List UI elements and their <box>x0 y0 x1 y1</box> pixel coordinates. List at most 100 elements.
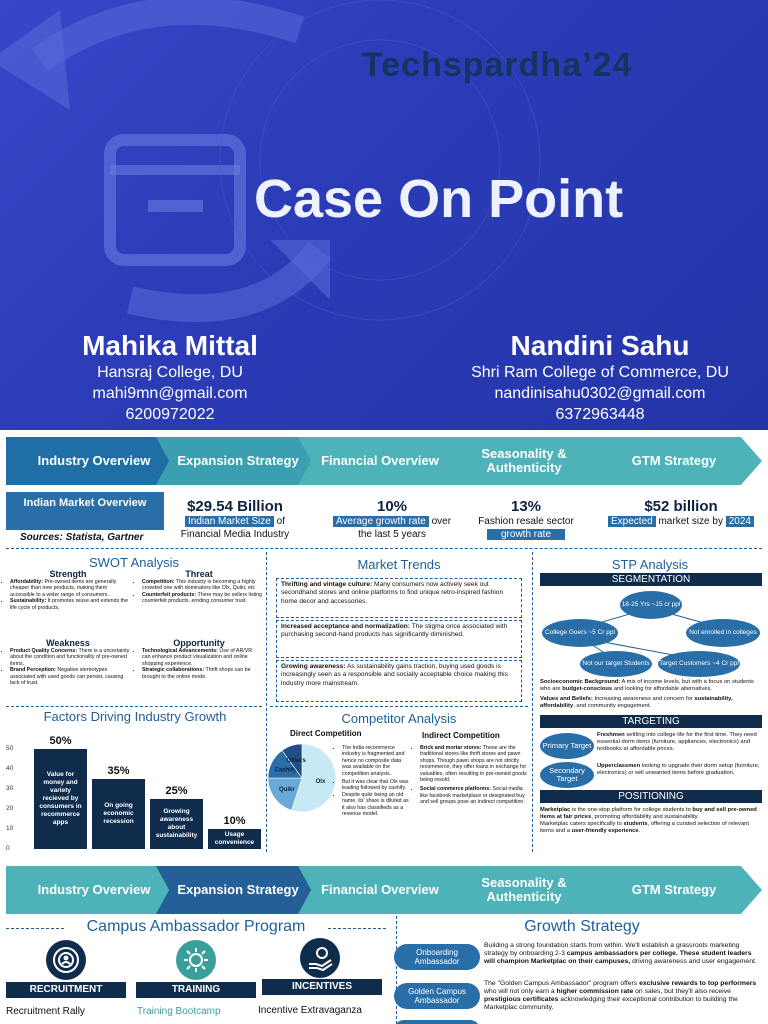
y-tick-label: 30 <box>6 785 14 792</box>
stat-growth-rate: 10% Average growth rate over the last 5 … <box>322 499 462 541</box>
note-text: , offering a curated selection of releva… <box>540 821 750 834</box>
swot-item-text: There may be sellers listing counterfeit… <box>142 591 263 605</box>
trend-text: The stigma once associated with purchasi… <box>281 623 508 639</box>
stat-expected-size: $52 billion Expected market size by 2024 <box>596 499 766 528</box>
growth-bold: higher commission rate <box>556 988 634 995</box>
growth-text-golden: The "Golden Campus Ambassador" program o… <box>484 980 764 1012</box>
pie-slice <box>267 777 303 811</box>
growth-text: The "Golden Campus Ambassador" program o… <box>484 980 640 987</box>
stat-text: Financial Media Industry <box>180 529 290 540</box>
growth-bold: prestigious certificates <box>484 996 559 1003</box>
divider <box>328 928 386 929</box>
swot-item-text: Use of AR/VR can enhance product visuali… <box>142 648 253 667</box>
note-bold: user-friendly experience <box>571 828 639 834</box>
swot-opportunity: Opportunity Technological Advancements: … <box>136 638 262 680</box>
swot-item: Sustainability: It promotes reuse and ex… <box>10 598 132 611</box>
competitor-title: Competitor Analysis <box>341 711 457 726</box>
nav-financial-overview[interactable]: Financial Overview <box>298 437 462 485</box>
growth-text: Building a strong foundation starts from… <box>484 942 740 957</box>
nav-financial-overview[interactable]: Financial Overview <box>298 866 462 914</box>
trend-item: Thrifting and vintage culture: Many cons… <box>276 578 522 618</box>
note-bold: buy and sell pre-owned items at fair pri… <box>540 807 757 820</box>
nav-industry-overview[interactable]: Industry Overview <box>6 437 182 485</box>
note-text: These are the traditional stores like th… <box>420 745 527 784</box>
swot-heading: Strength <box>49 569 87 579</box>
ambassador-title: Campus Ambassador Program <box>86 918 306 935</box>
stat-value: 13% <box>510 498 542 515</box>
divider <box>396 916 397 1024</box>
swot-item: Counterfeit products: There may be selle… <box>142 592 262 605</box>
note-text: settling into college life for the first… <box>597 732 757 752</box>
nav-expansion-strategy[interactable]: Expansion Strategy <box>156 866 320 914</box>
y-tick-label: 20 <box>6 805 14 812</box>
nav-seasonality[interactable]: Seasonality & Authenticity <box>440 866 608 914</box>
note-bold: Marketplac <box>540 807 571 813</box>
indirect-notes: Brick and mortar stores: These are the t… <box>414 745 528 806</box>
trend-text: Many consumers now actively seek out sec… <box>281 581 504 605</box>
note-text: . <box>638 828 641 834</box>
swot-heading: Threat <box>185 569 213 579</box>
swot-strength: Strength Affordability: Pre-owned items … <box>4 569 132 611</box>
training-icon <box>176 940 216 980</box>
nav-gtm-strategy[interactable]: GTM Strategy <box>586 437 762 485</box>
note-bold: Socioeconomic Background: <box>540 679 621 685</box>
swot-weakness: Weakness Product Quality Concerns: There… <box>4 638 132 686</box>
nav-expansion-strategy[interactable]: Expansion Strategy <box>156 437 320 485</box>
pie-label: Quikr <box>279 787 295 793</box>
person-college: Shri Ram College of Commerce, DU <box>471 364 729 381</box>
values-note: Values and Beliefs: Increasing awareness… <box>540 696 762 710</box>
note-bold: Values and Beliefs: <box>540 696 593 702</box>
stp-title: STP Analysis <box>611 557 689 572</box>
direct-note: The India recommerce industry is fragmen… <box>342 745 410 777</box>
segment-node-college-goers: College Goers ~5 Cr ppl <box>542 619 618 647</box>
recruitment-icon <box>46 940 86 980</box>
growth-text: who will not only earn a <box>484 988 557 995</box>
direct-title: Direct Competition <box>290 729 362 738</box>
primary-target-text: Freshmen settling into college life for … <box>597 732 762 753</box>
socio-note: Socioeconomic Background: A mix of incom… <box>540 679 762 693</box>
trend-bold: Growing awareness: <box>281 663 346 670</box>
sources: Sources: Statista, Gartner <box>20 532 144 543</box>
bar: Usage convenience <box>208 829 261 849</box>
swot-item-text: It promotes reuse and extends the life c… <box>10 598 129 611</box>
divider <box>6 548 762 549</box>
pie-label: Others <box>287 758 307 764</box>
trend-text: As sustainability gains traction, buying… <box>281 663 508 687</box>
note-text: A mix of income levels, but with a focus… <box>540 679 754 692</box>
pie-label: Cashify <box>274 768 296 774</box>
bar-value-label: 50% <box>49 735 72 747</box>
swot-item: Brand Perception: Negative stereotypes a… <box>10 667 132 686</box>
stat-text: market size by <box>655 516 726 527</box>
growth-pill-onboarding: Onboarding Ambassador <box>394 944 480 970</box>
swot-item: Technological Advancements: Use of AR/VR… <box>142 648 262 667</box>
indirect-title: Indirect Competition <box>422 731 500 740</box>
hero-banner: Techspardha’24 Case On Point Mahika Mitt… <box>0 0 768 430</box>
segment-node-age: 18-25 Yrs ~15 cr ppl <box>620 591 682 619</box>
note-bold: Freshmen <box>597 732 625 738</box>
nav-seasonality[interactable]: Seasonality & Authenticity <box>440 437 608 485</box>
swot-item: Strategic collaborations: Thrift shops c… <box>142 667 262 680</box>
swot-item-text: Negative stereotypes associated with use… <box>10 667 124 687</box>
growth-bold: exclusive rewards to top performers <box>639 980 757 987</box>
stat-highlight: growth rate <box>486 529 566 540</box>
nav-industry-overview[interactable]: Industry Overview <box>6 866 182 914</box>
secondary-target-text: Upperclassmen looking to upgrade their d… <box>597 763 762 777</box>
stat-highlight: Indian Market Size <box>185 516 274 527</box>
person-name: Nandini Sahu <box>510 330 690 361</box>
segment-node-not-target: Not our target Students <box>580 651 652 677</box>
note-text: Social media like facebook marketplace o… <box>420 786 525 806</box>
note-text: Increasing awareness and concern for <box>592 696 695 702</box>
note-bold: students <box>623 821 648 827</box>
note-bold: Social commerce platforms: <box>420 786 491 793</box>
growth-pill-more <box>394 1020 480 1024</box>
swot-threat: Threat Competition: This industry is bec… <box>136 569 262 605</box>
note-text: , and community engagement. <box>573 703 652 709</box>
case-title: Case On Point <box>254 169 624 229</box>
swot-item: Competition: This industry is becoming a… <box>142 579 262 592</box>
nav-gtm-strategy[interactable]: GTM Strategy <box>586 866 762 914</box>
targeting-bar: TARGETING <box>540 715 762 728</box>
section-nav: Industry Overview Expansion Strategy Fin… <box>6 437 762 485</box>
swot-item: Product Quality Concerns: There is a unc… <box>10 648 132 667</box>
person-card: Nandini Sahu Shri Ram College of Commerc… <box>440 330 760 425</box>
